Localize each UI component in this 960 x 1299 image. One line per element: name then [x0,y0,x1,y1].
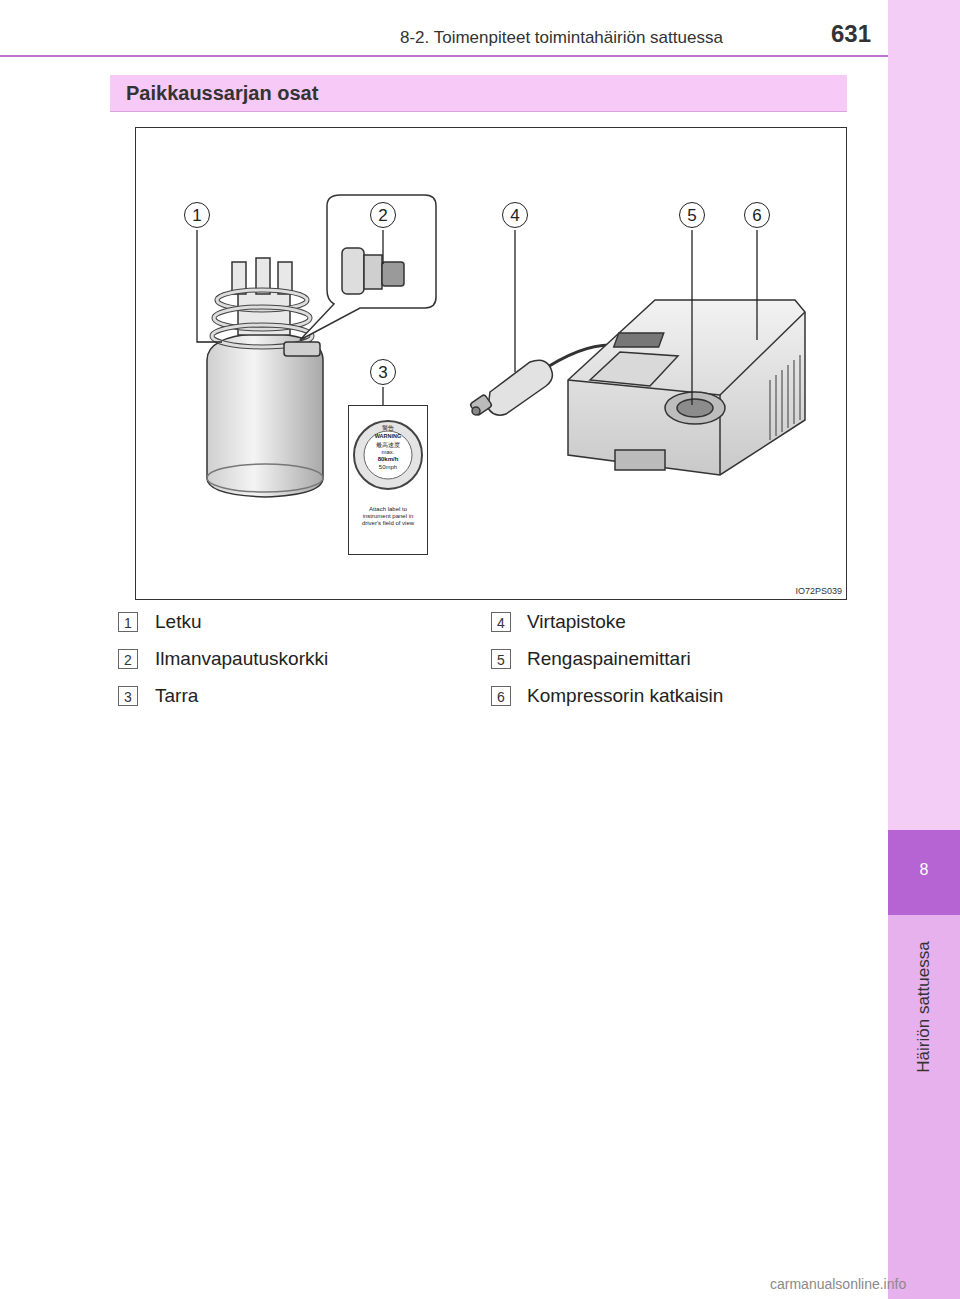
warning-sticker-text: 80km/h [349,456,427,463]
chapter-tab-number: 8 [888,830,960,915]
callout-number: 5 [679,202,705,228]
callout-number-text: 1 [185,206,209,226]
chapter-tab-strip-text: Häiriön sattuessa [914,941,934,1072]
warning-sticker: 警告WARNING 最高速度max.80km/h50mphAttach label… [348,405,428,555]
warning-sticker-text: 最高速度 [349,442,427,449]
part-name: Tarra [155,685,198,707]
callout-number-text: 6 [745,206,769,226]
header-rule [0,55,888,57]
callout-number: 1 [184,202,210,228]
section-heading-band-text: Paikkaussarjan osat [126,82,318,105]
part-name: Kompressorin katkaisin [527,685,723,707]
callout-number-text: 2 [371,206,395,226]
list-number-box-text: 2 [119,652,137,668]
sealant-bottle [207,258,323,497]
callout-number: 6 [744,202,770,228]
warning-sticker-text: 警告 [349,425,427,432]
warning-sticker-text: Attach label to instrument panel in driv… [355,506,421,527]
chapter-tab-strip: Häiriön sattuessa [888,915,960,1299]
list-number-box: 6 [491,686,511,706]
warning-sticker-text: WARNING [349,433,427,439]
list-number-box-text: 5 [492,652,510,668]
list-number-box-text: 3 [119,689,137,705]
warning-sticker-text: max. [349,449,427,456]
part-name: Virtapistoke [527,611,626,633]
watermark: carmanualsonline.info [770,1276,906,1292]
list-number-box-text: 6 [492,689,510,705]
leader-lines [197,230,757,405]
list-number-box-text: 1 [119,615,137,631]
callout-number-text: 3 [371,363,395,383]
valve-cap-inset [300,195,436,340]
page-number: 631 [831,20,871,48]
section-heading-band: Paikkaussarjan osat [110,75,847,112]
illustration-frame: IO72PS039 1 2 4 5 6 3 警告WARNING 最高速度max.80km/h50… [135,127,847,600]
callout-number-text: 4 [503,206,527,226]
chapter-tab-number-text: 8 [888,861,960,879]
list-number-box: 4 [491,612,511,632]
callout-number: 4 [502,202,528,228]
list-number-box: 5 [491,649,511,669]
callout-number: 2 [370,202,396,228]
compressor [568,300,805,475]
running-header: 8-2. Toimenpiteet toimintahäiriön sattue… [400,28,723,48]
warning-sticker-text: 50mph [349,464,427,471]
list-number-box: 1 [118,612,138,632]
list-number-box: 3 [118,686,138,706]
side-strip [888,0,960,830]
illustration-frame-text: IO72PS039 [795,586,842,596]
list-number-box-text: 4 [492,615,510,631]
part-name: Letku [155,611,201,633]
list-number-box: 2 [118,649,138,669]
part-name: Rengaspainemittari [527,648,691,670]
callout-number-text: 5 [680,206,704,226]
callout-number: 3 [370,359,396,385]
part-name: Ilmanvapautuskorkki [155,648,328,670]
